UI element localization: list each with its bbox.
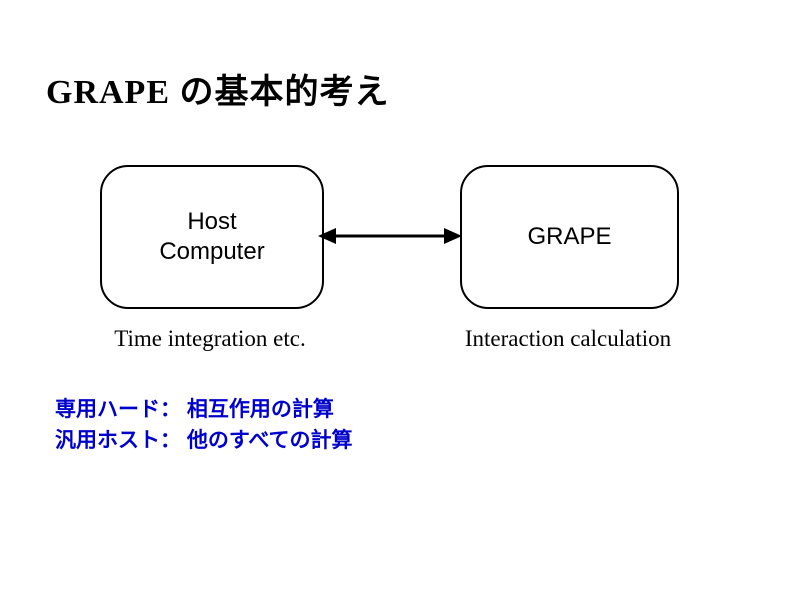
grape-caption: Interaction calculation <box>464 326 672 351</box>
grape-label: GRAPE <box>527 223 612 250</box>
double-arrow-icon <box>318 221 462 251</box>
notes-block: 専用ハード： 相互作用の計算 汎用ホスト： 他のすべての計算 <box>55 394 353 456</box>
host-computer-label: Host Computer <box>159 208 265 265</box>
grape-box: GRAPE <box>460 165 679 309</box>
slide-title: GRAPE の基本的考え <box>46 74 390 111</box>
note-line-general-host: 汎用ホスト： 他のすべての計算 <box>55 429 353 452</box>
note-line-dedicated-hardware: 専用ハード： 相互作用の計算 <box>55 398 334 421</box>
host-computer-box: Host Computer <box>100 165 324 309</box>
host-computer-caption: Time integration etc. <box>114 326 306 351</box>
